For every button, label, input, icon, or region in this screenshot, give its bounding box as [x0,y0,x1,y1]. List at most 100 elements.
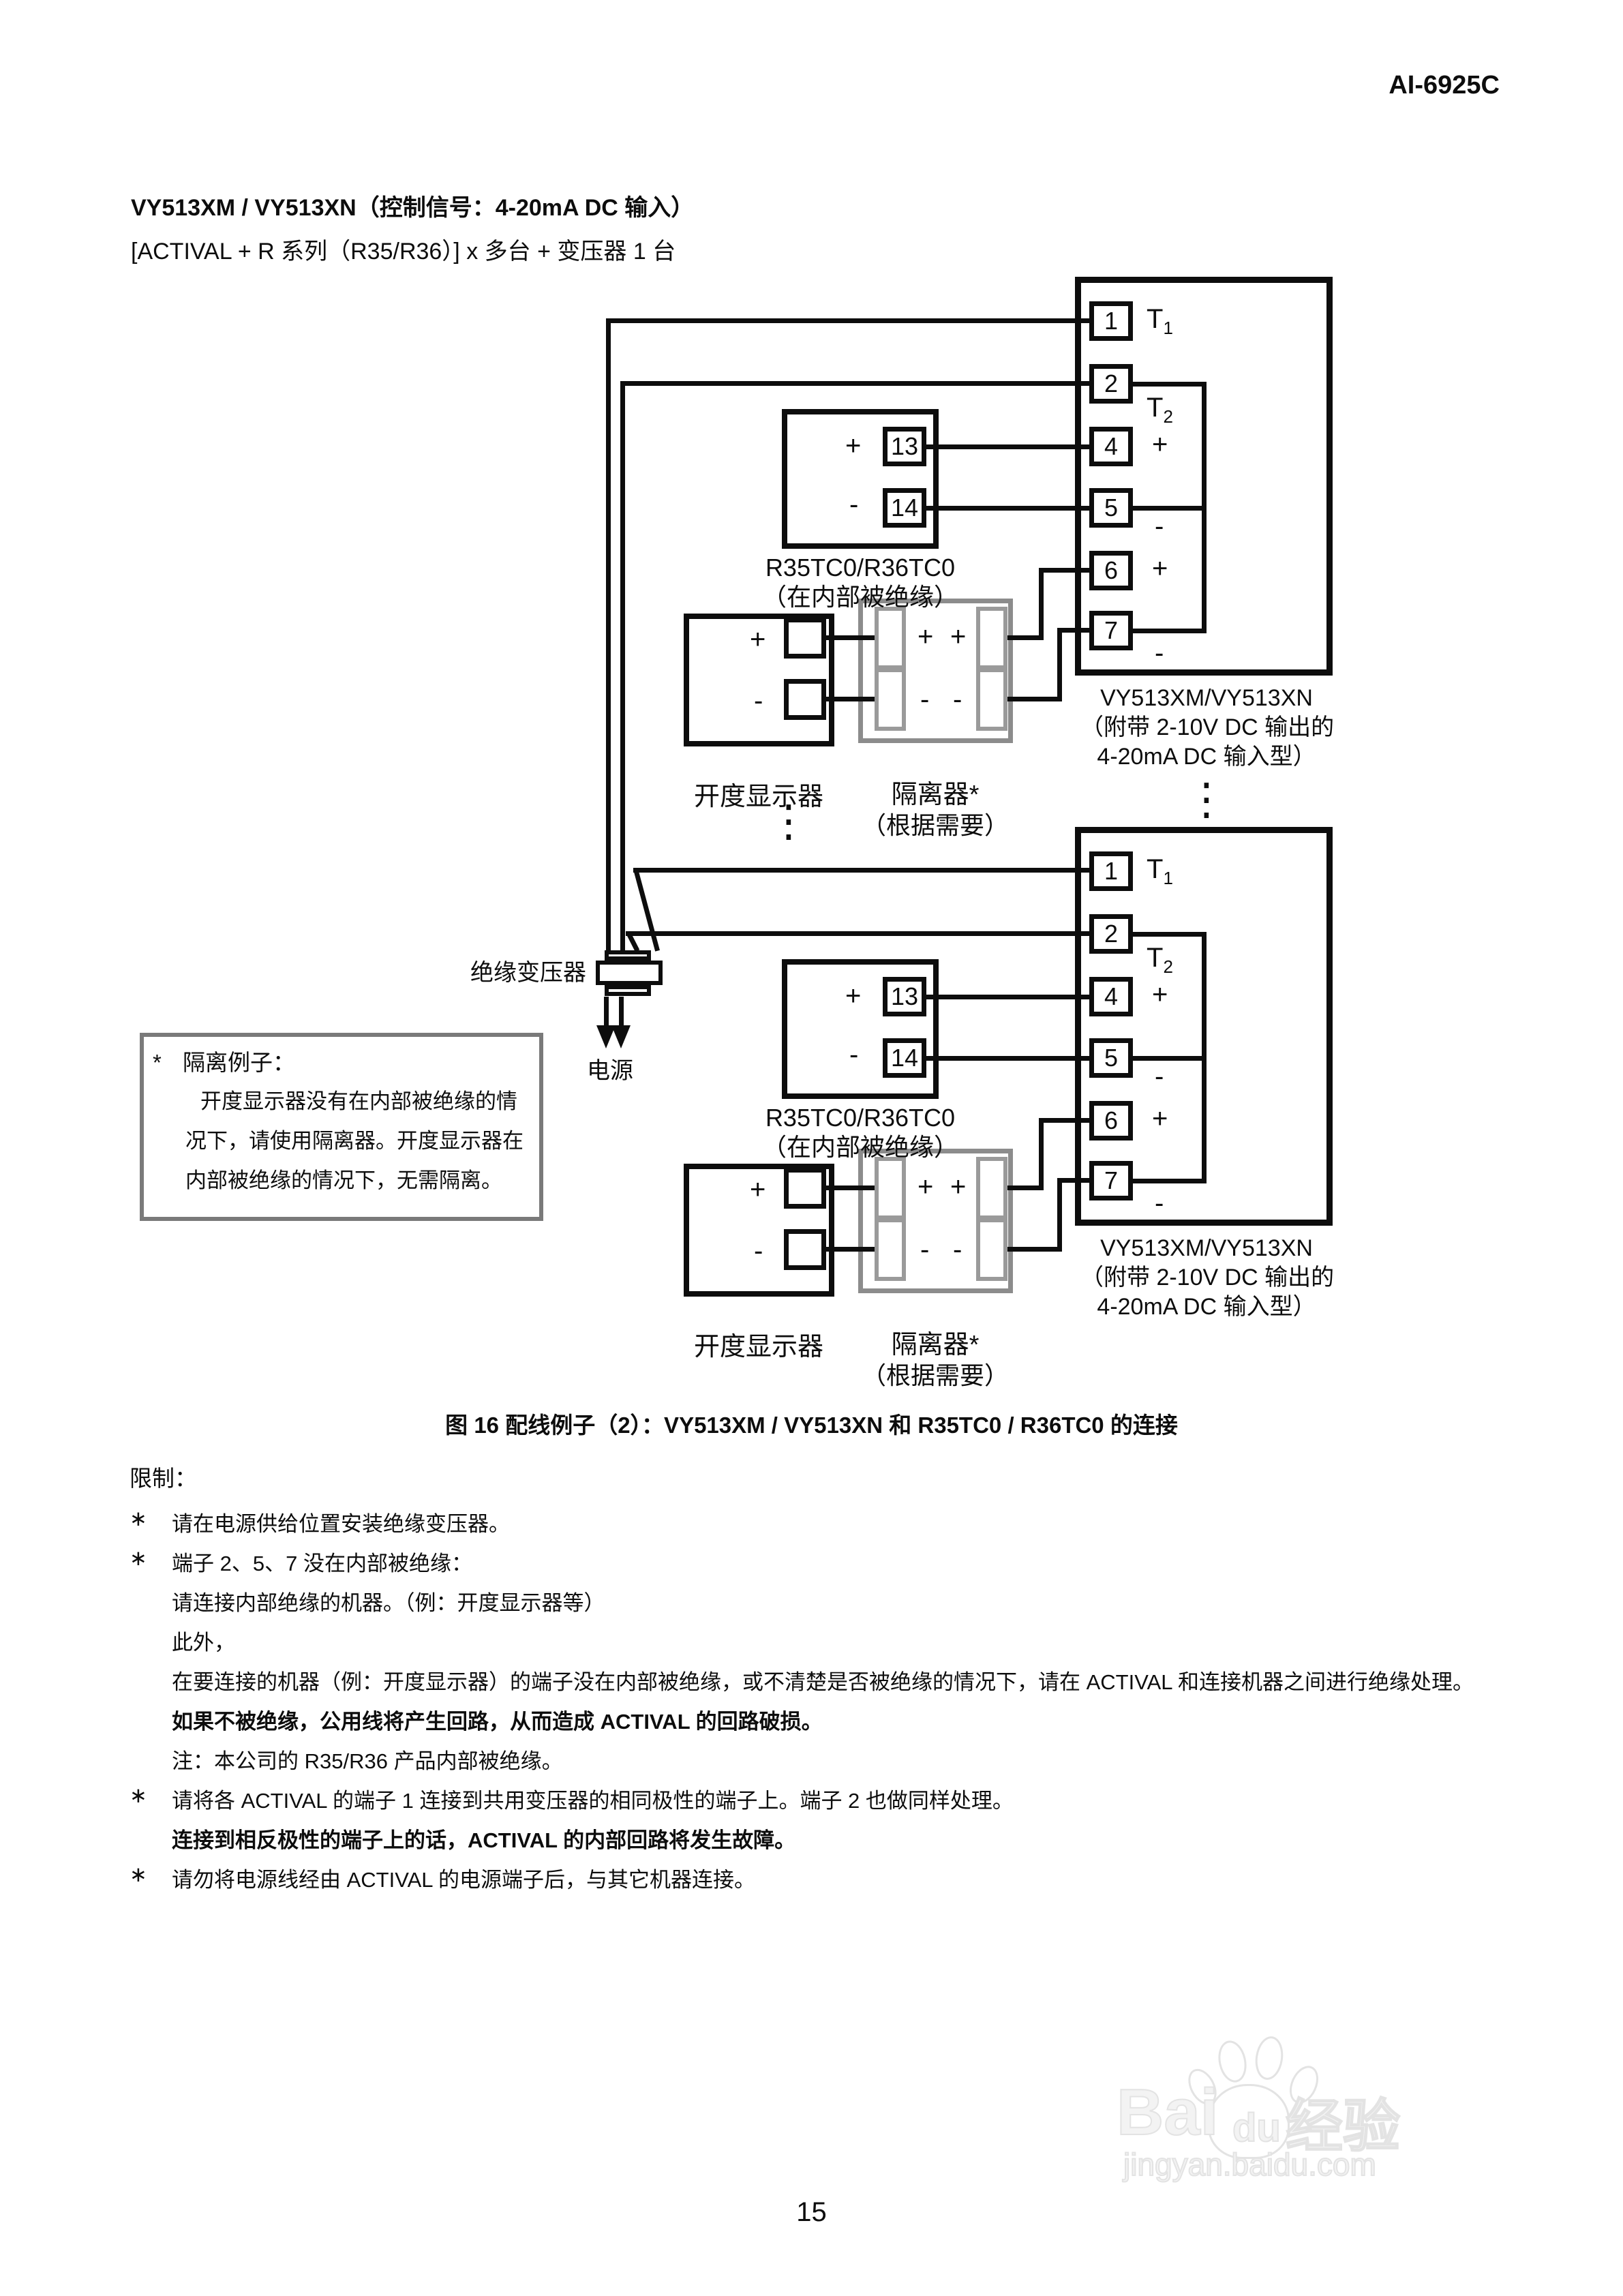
limitation-text: 请勿将电源线经由 ACTIVAL 的电源端子后，与其它机器连接。 [172,1868,755,1892]
wire-iso-to-7-v [1057,1178,1062,1252]
wire-14-to-5 [926,1056,1089,1061]
indicator-plus-label: + [750,624,766,654]
wire-to-unit1-t2 [622,381,1089,386]
t2-label: T2 [1147,944,1173,976]
wire-indicator-minus [826,1247,875,1252]
wiring-diagram: 1 2 4 5 6 7 T1 T2 + - + - 13 14 + - R35T… [0,273,1623,886]
note-line2: 开度显示器没有在内部被绝缘的情 [200,1089,517,1113]
wire-indicator-plus [826,635,875,640]
r35tc0-sublabel: （在内部被绝缘） [761,1133,958,1161]
terminal-7: 7 [1089,611,1133,650]
note-line1: 隔离例子： [183,1050,295,1075]
isolator-sublabel: （根据需要） [861,811,1009,839]
internal-stub-2 [1133,382,1202,387]
r35tc0-sublabel: （在内部被绝缘） [761,583,958,611]
indicator-plus-terminal [784,1168,826,1209]
isolator-terminal-in-plus [875,607,906,669]
watermark-du: du [1232,2105,1281,2151]
limitation-text: 请将各 ACTIVAL 的端子 1 连接到共用变压器的相同极性的端子上。端子 2… [172,1789,1014,1813]
internal-common-wire [1202,932,1207,1183]
bullet: ∗ [130,1507,147,1530]
wire-iso-to-6-h2 [1039,1118,1089,1123]
watermark-bai: Bai [1116,2075,1219,2149]
t1-base: T [1147,304,1164,334]
page-title-line2: [ACTIVAL + R 系列（R35/R36）] x 多台 + 变压器 1 台 [131,239,676,265]
limitation-text: 请连接内部绝缘的机器。（例：开度显示器等） [172,1591,605,1615]
power-arrow-shaft-right [619,997,624,1025]
t1-label: T1 [1147,856,1173,887]
polarity-minus-14: - [849,1040,859,1070]
isolator-terminal-out-plus [976,1157,1007,1220]
polarity-plus-4: + [1152,980,1168,1010]
t2-base: T [1147,393,1164,423]
terminal-4: 4 [1089,427,1133,466]
r35tc0-label: R35TC0/R36TC0 [765,1104,956,1132]
note-star: * [153,1050,162,1075]
terminal-6: 6 [1089,551,1133,590]
wire-to-unit2-t1 [633,868,1089,873]
isolator-minus-label-1: - [920,684,930,714]
polarity-plus-13: + [845,981,862,1011]
limitation-text: 请在电源供给位置安装绝缘变压器。 [172,1512,510,1536]
unit-label-line3: 4-20mA DC 输入型） [1097,744,1316,770]
note-line3: 况下，请使用隔离器。开度显示器在 [185,1129,524,1153]
wire-14-to-5 [926,506,1089,511]
wire-iso-to-6-h1 [1007,635,1044,640]
wire-iso-to-6-h1 [1007,1185,1044,1190]
position-indicator-label: 开度显示器 [693,783,823,811]
terminal-13: 13 [883,427,926,466]
wire-to-unit1-t1 [606,318,1089,323]
terminal-14: 14 [883,1038,926,1078]
position-indicator-label: 开度显示器 [693,1333,823,1361]
internal-stub-2 [1133,932,1202,937]
isolator-plus-label-2: + [950,1172,967,1202]
continuation-dots-left: ⋮ [767,796,810,845]
terminal-13: 13 [883,977,926,1016]
terminal-5: 5 [1089,488,1133,528]
terminal-2: 2 [1089,914,1133,954]
isolator-plus-label-1: + [917,622,934,652]
isolator-minus-label-1: - [920,1235,930,1265]
wire-iso-to-7-v [1057,628,1062,701]
t1-subscript: 1 [1163,868,1173,888]
polarity-plus-13: + [845,431,862,461]
unit-label-line2: （附带 2-10V DC 输出的 [1080,1265,1335,1290]
internal-stub-7 [1133,629,1202,633]
wire-iso-to-6-v [1039,1118,1044,1190]
r35tc0-label: R35TC0/R36TC0 [765,554,956,581]
transformer-bottom-coil [605,985,651,996]
polarity-minus-7: - [1155,1188,1164,1218]
polarity-plus-4: + [1152,429,1168,459]
unit-label-line3: 4-20mA DC 输入型） [1097,1294,1316,1320]
isolator-sublabel: （根据需要） [861,1361,1009,1389]
limitations-heading: 限制： [130,1466,197,1491]
isolator-plus-label-1: + [917,1172,934,1202]
wire-trunk-right [620,381,625,952]
wiring-diagram: 1 2 4 5 6 7 T1 T2 + - + - 13 14 + - R35T… [0,823,1623,1436]
wire-iso-to-6-h2 [1039,568,1089,573]
terminal-6: 6 [1089,1101,1133,1141]
isolator-label: 隔离器* [891,781,980,809]
transformer-top-coil [605,950,651,961]
polarity-minus-5: - [1155,1061,1164,1091]
limitation-text: 连接到相反极性的端子上的话，ACTIVAL 的内部回路将发生故障。 [172,1828,796,1852]
transformer-label: 绝缘变压器 [470,960,586,986]
indicator-minus-label: - [754,686,763,716]
page-number: 15 [796,2197,827,2227]
indicator-plus-terminal [784,618,826,659]
doc-code: AI-6925C [1389,71,1500,100]
isolator-terminal-out-plus [976,607,1007,669]
internal-stub-5 [1133,1056,1202,1061]
polarity-minus-7: - [1155,638,1164,668]
indicator-plus-label: + [750,1175,766,1205]
isolator-terminal-in-minus [875,668,906,731]
polarity-plus-6: + [1152,1104,1168,1134]
terminal-2: 2 [1089,364,1133,404]
isolator-terminal-in-plus [875,1157,906,1220]
terminal-14: 14 [883,488,926,528]
limitation-text: 注：本公司的 R35/R36 产品内部被绝缘。 [172,1749,563,1773]
indicator-minus-label: - [754,1236,763,1266]
wire-13-to-4 [926,444,1089,449]
t2-subscript: 2 [1163,956,1173,977]
